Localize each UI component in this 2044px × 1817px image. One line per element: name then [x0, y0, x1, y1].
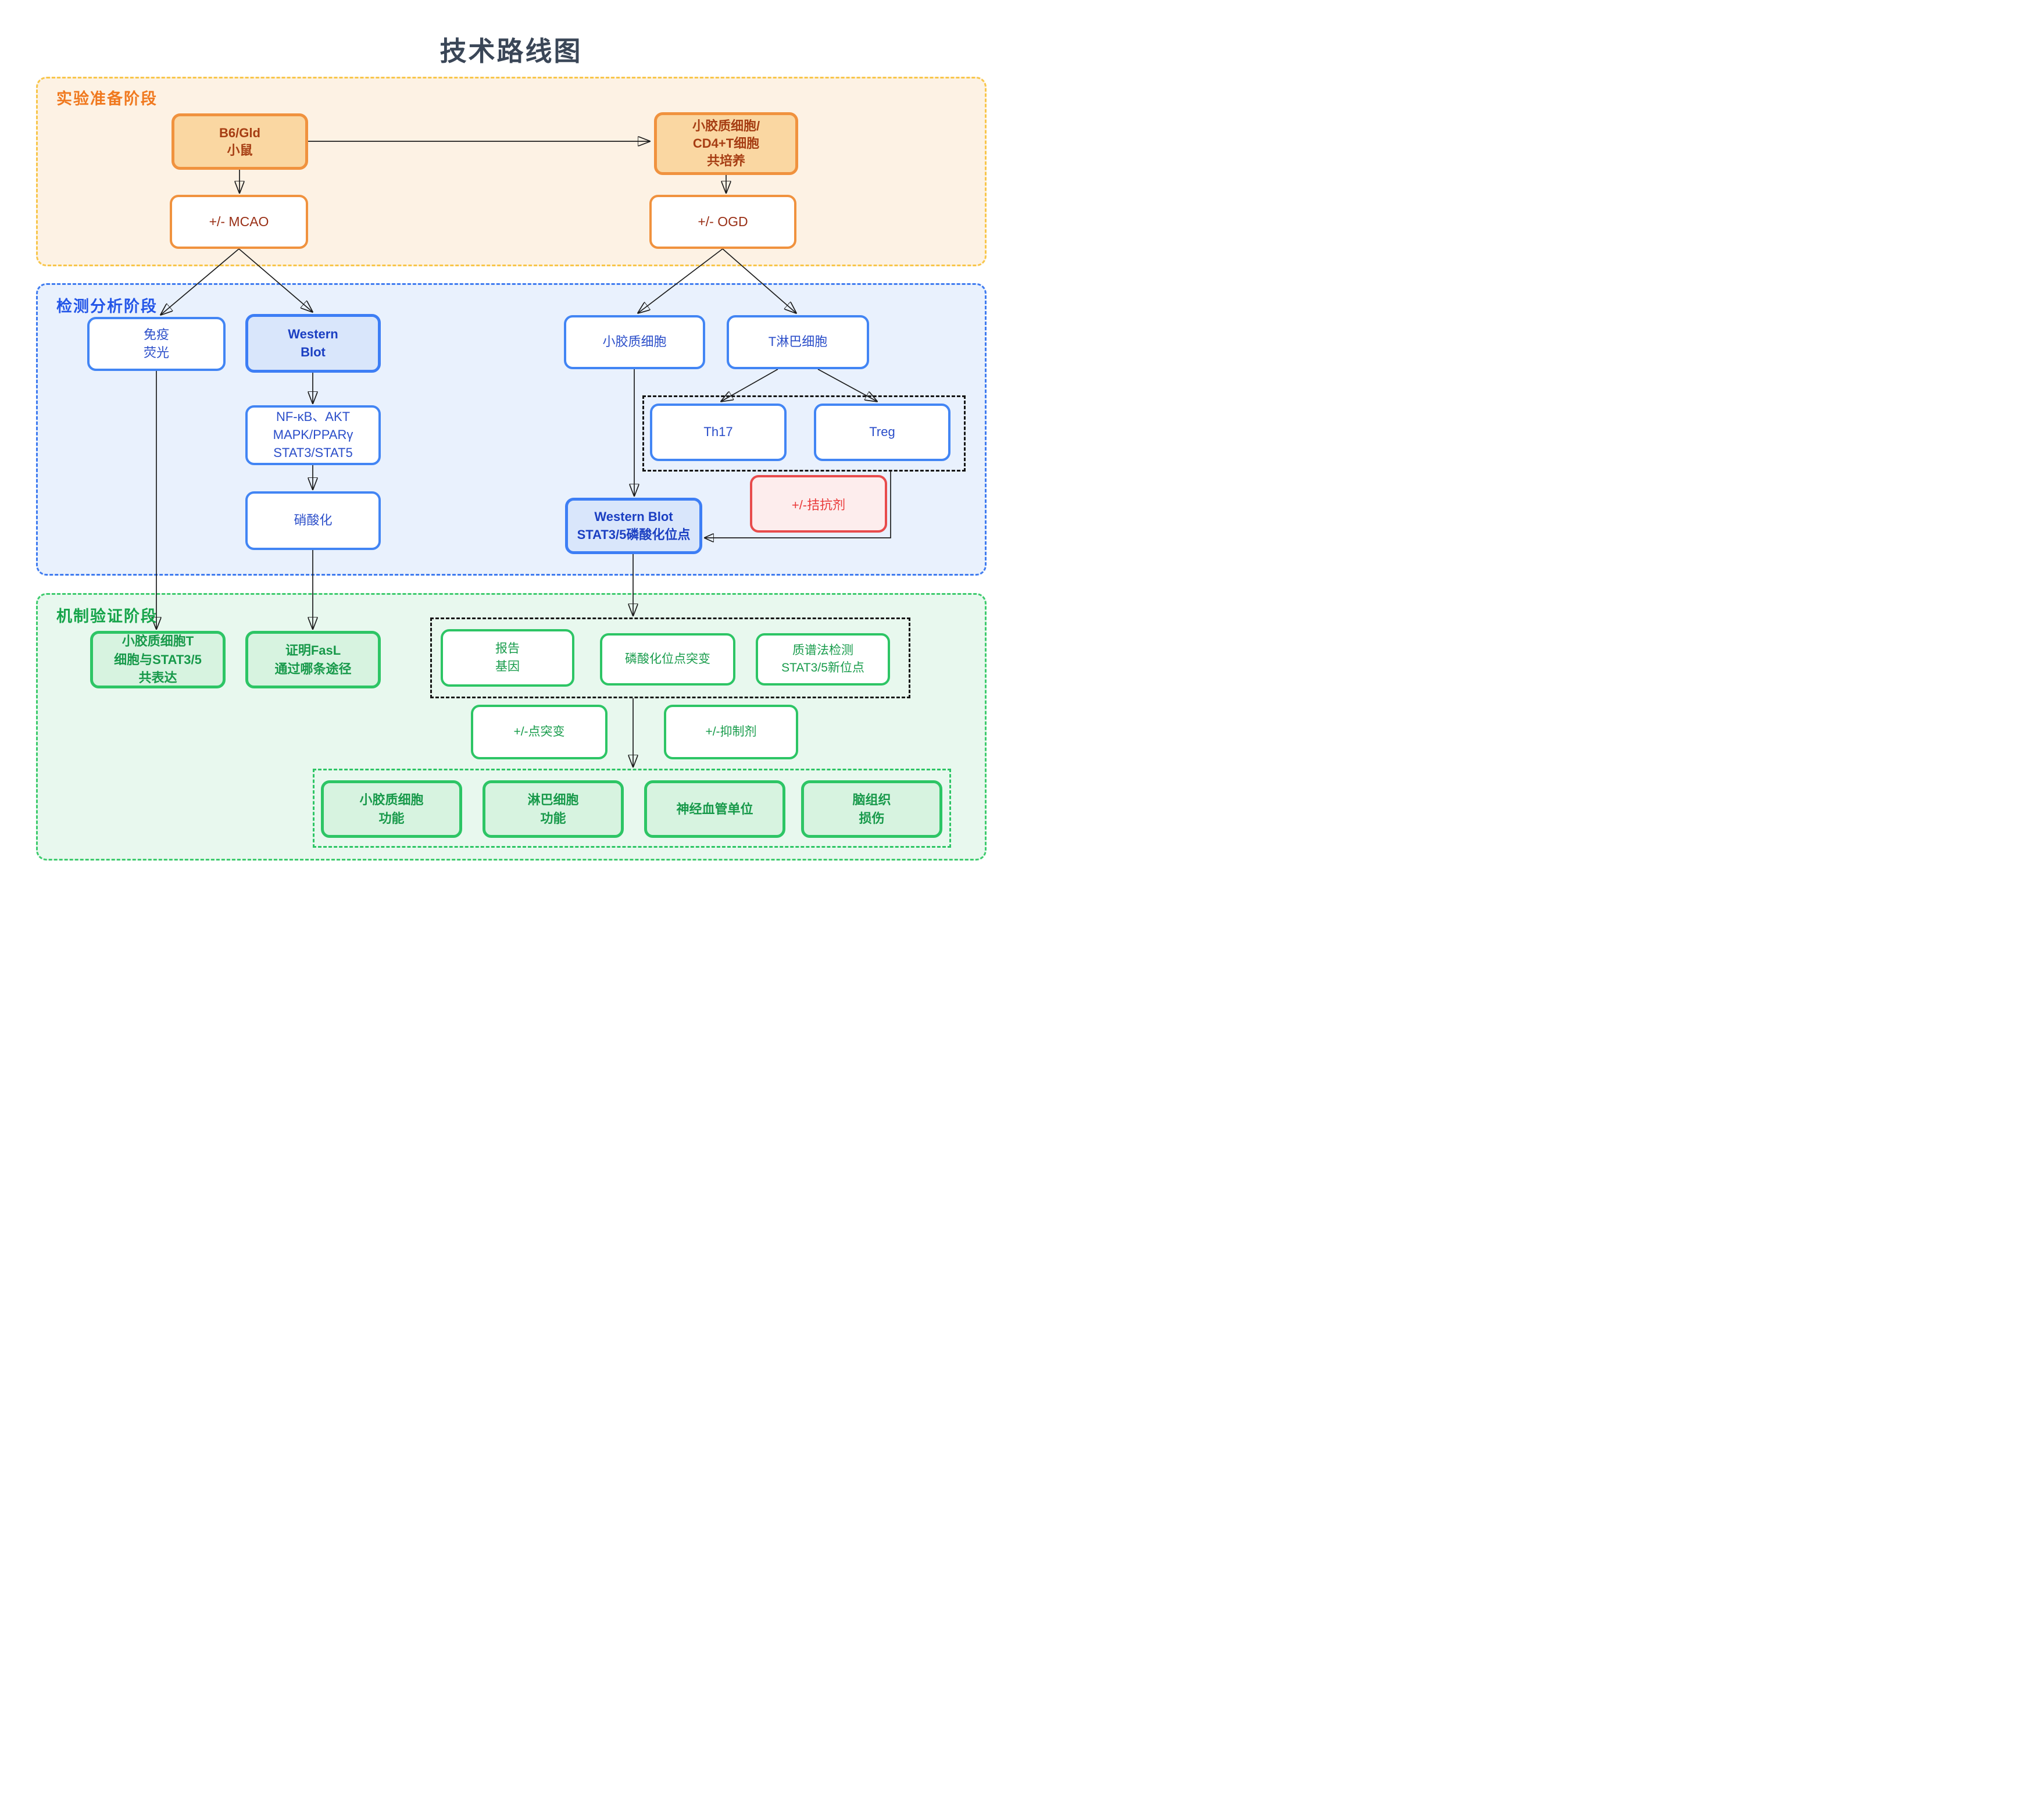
- node-wb-stat35-phospho: Western Blot STAT3/5磷酸化位点: [565, 498, 702, 554]
- node-brain-injury: 脑组织 损伤: [801, 780, 942, 838]
- node-phospho-site-mutation: 磷酸化位点突变: [600, 633, 735, 686]
- verify-stage-label: 机制验证阶段: [56, 608, 158, 625]
- node-ogd: +/- OGD: [649, 195, 796, 249]
- group-outcomes: [313, 769, 951, 848]
- node-b6gld-mice: B6/Gld 小鼠: [171, 113, 308, 170]
- group-validation-assays: [430, 617, 910, 698]
- technical-route-diagram: 技术路线图 实验准备阶段 检测分析阶段 机制验证阶段 B6/Gld 小鼠 小胶质…: [0, 0, 1022, 908]
- node-point-mutation: +/-点突变: [471, 705, 608, 759]
- node-coexpression: 小胶质细胞T 细胞与STAT3/5 共表达: [90, 631, 226, 688]
- node-mass-spec: 质谱法检测 STAT3/5新位点: [756, 633, 890, 686]
- group-th17-treg: [642, 395, 966, 472]
- node-th17: Th17: [650, 404, 787, 461]
- node-mcao: +/- MCAO: [170, 195, 308, 249]
- node-treg: Treg: [814, 404, 950, 461]
- node-western-blot: Western Blot: [245, 314, 381, 373]
- page-title: 技术路线图: [439, 36, 583, 66]
- node-fasl-pathway: 证明FasL 通过哪条途径: [245, 631, 381, 688]
- detect-stage-label: 检测分析阶段: [56, 298, 158, 315]
- node-inhibitor: +/-抑制剂: [664, 705, 798, 759]
- node-signal-pathways: NF-κB、AKT MAPK/PPARγ STAT3/STAT5: [245, 405, 381, 465]
- node-microglia-function: 小胶质细胞 功能: [321, 780, 462, 838]
- prep-stage-label: 实验准备阶段: [56, 90, 158, 108]
- node-antagonist: +/-拮抗剂: [750, 475, 887, 533]
- node-neurovascular-unit: 神经血管单位: [644, 780, 785, 838]
- node-reporter-gene: 报告 基因: [441, 629, 574, 687]
- node-microglia: 小胶质细胞: [564, 315, 705, 369]
- node-nitration: 硝酸化: [245, 491, 381, 550]
- node-immunofluorescence: 免疫 荧光: [87, 317, 226, 371]
- node-t-lymphocyte: T淋巴细胞: [727, 315, 869, 369]
- node-coculture: 小胶质细胞/ CD4+T细胞 共培养: [654, 112, 798, 175]
- node-lymphocyte-function: 淋巴细胞 功能: [483, 780, 624, 838]
